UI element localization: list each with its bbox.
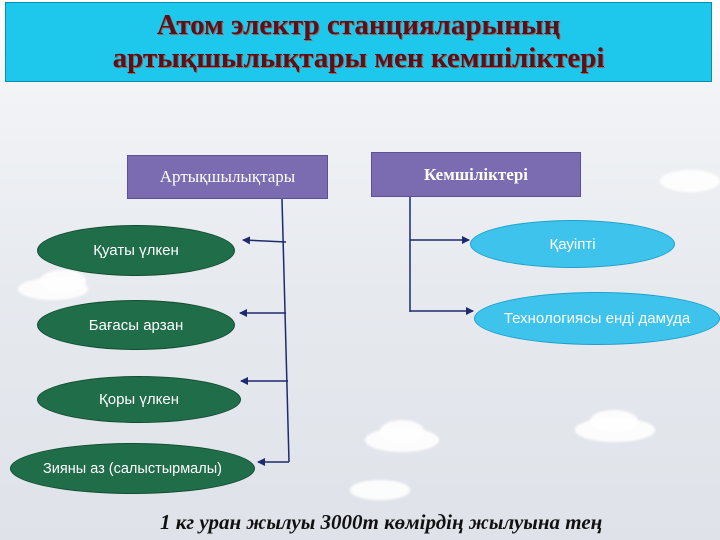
advantages-trunk-line [282, 199, 289, 462]
title-line-2: артықшылықтары мен кемшіліктері [113, 42, 605, 75]
disadvantage-item: Технологиясы енді дамуда [474, 292, 720, 345]
disadvantage-item: Қауіпті [470, 220, 675, 268]
advantage-item: Бағасы арзан [37, 300, 235, 350]
advantage-item: Қоры үлкен [37, 376, 241, 423]
disadvantages-header: Кемшіліктері [371, 152, 581, 197]
advantage-item: Қуаты үлкен [37, 225, 235, 276]
advantages-header: Артықшылықтары [127, 155, 328, 199]
title-line-1: Атом электр станцияларының [157, 9, 561, 42]
title-banner: Атом электр станцияларының артықшылықтар… [5, 2, 712, 82]
footer-fact: 1 кг уран жылуы 3000т көмірдің жылуына т… [160, 510, 700, 535]
advantage-item: Зияны аз (салыстырмалы) [10, 443, 255, 494]
arrow-to-adv-1 [243, 240, 286, 242]
